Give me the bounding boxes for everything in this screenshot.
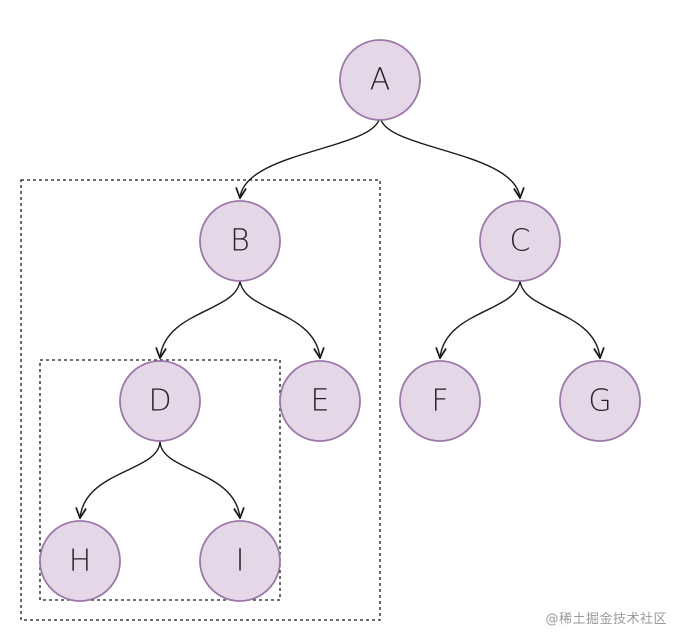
- node-E: E: [279, 360, 361, 442]
- node-label-B: B: [230, 224, 250, 259]
- node-label-H: H: [69, 544, 92, 579]
- edge-A-B: [240, 115, 381, 198]
- node-C: C: [479, 200, 561, 282]
- subtree-box-B: [20, 179, 381, 621]
- watermark-text: @稀土掘金技术社区: [545, 612, 667, 627]
- node-label-I: I: [236, 544, 245, 579]
- edge-C-G: [519, 279, 600, 358]
- subtree-box-D: [39, 359, 281, 601]
- edge-B-E: [239, 279, 320, 358]
- node-I: I: [199, 520, 281, 602]
- node-B: B: [199, 200, 281, 282]
- node-D: D: [119, 360, 201, 442]
- node-label-G: G: [588, 384, 611, 419]
- node-label-D: D: [148, 384, 171, 419]
- edge-C-F: [440, 279, 521, 358]
- node-H: H: [39, 520, 121, 602]
- edge-B-D: [160, 279, 241, 358]
- edge-D-I: [159, 441, 240, 518]
- node-label-C: C: [510, 224, 531, 259]
- edge-D-H: [80, 441, 161, 518]
- node-F: F: [399, 360, 481, 442]
- node-label-F: F: [431, 384, 448, 419]
- node-label-E: E: [311, 384, 330, 419]
- node-A: A: [339, 39, 421, 121]
- edge-A-C: [379, 115, 520, 198]
- node-label-A: A: [370, 63, 391, 98]
- node-G: G: [559, 360, 641, 442]
